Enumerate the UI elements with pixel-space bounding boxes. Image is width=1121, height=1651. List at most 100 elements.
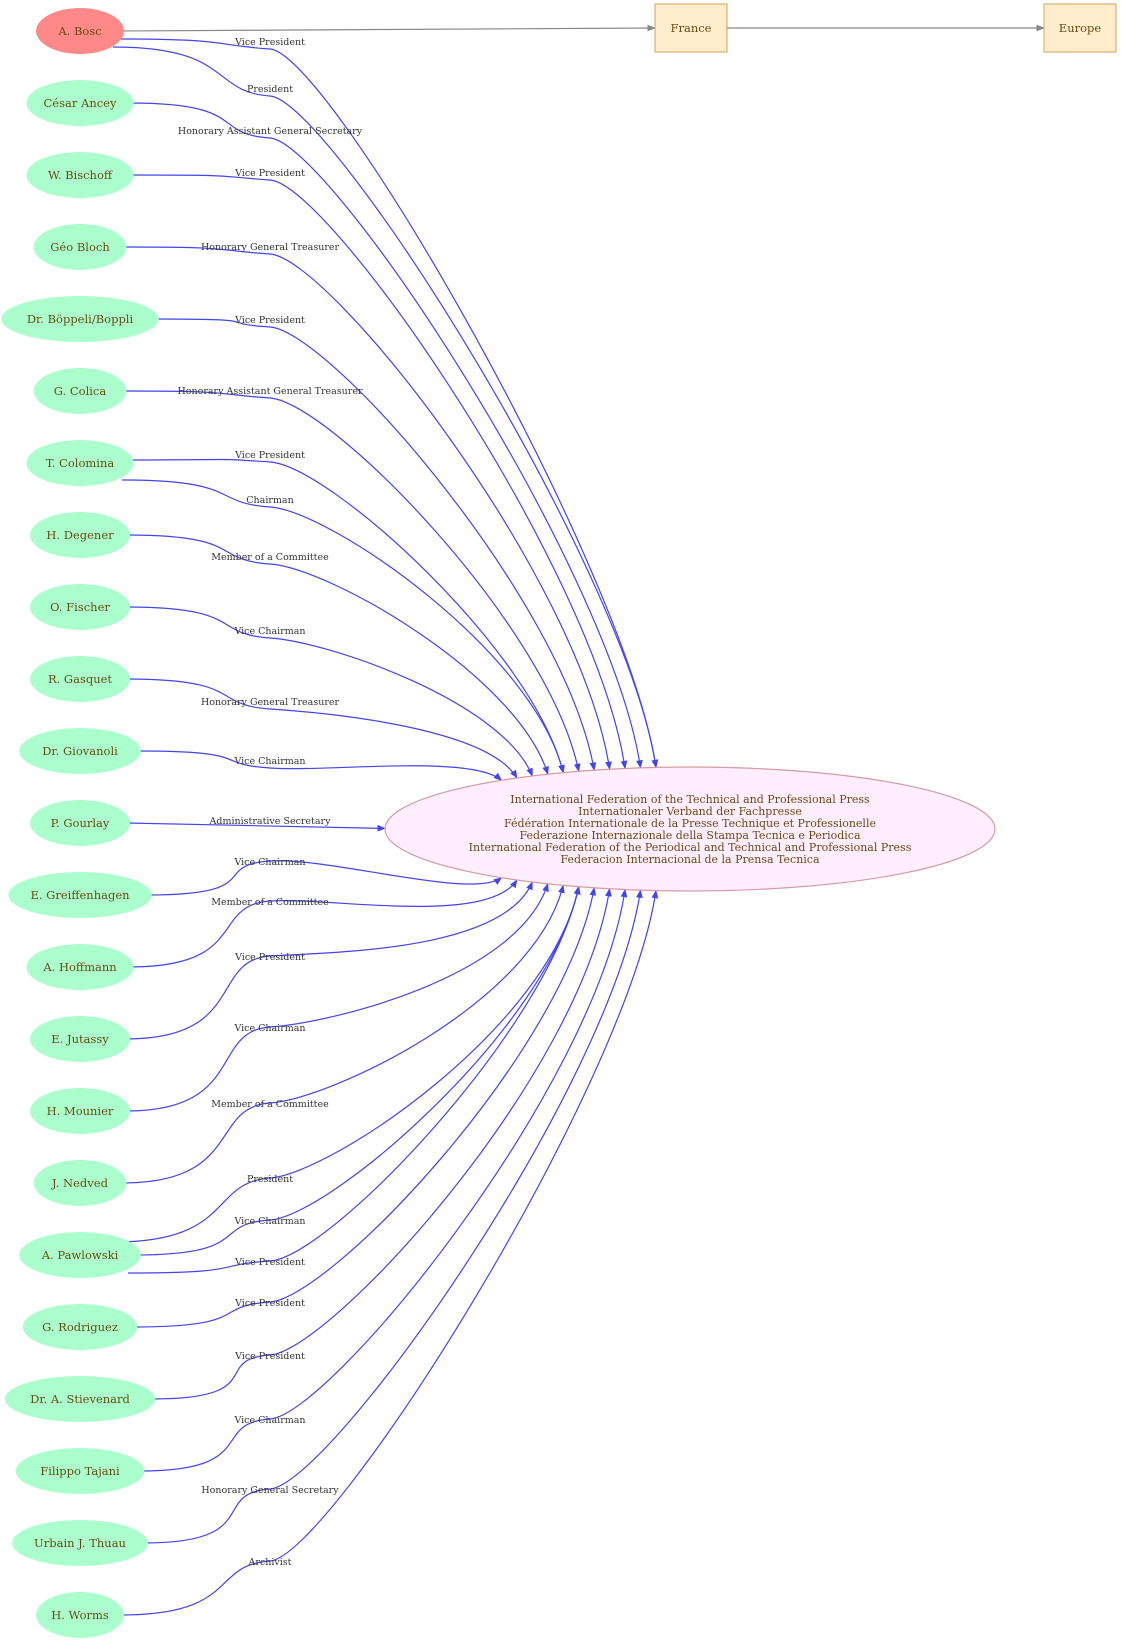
person-shape [30,1016,130,1062]
person-label: César Ancey [44,96,117,110]
edge-t-colomina-chairman [121,479,565,774]
edge-t-colomina-vice-president [125,458,565,774]
edge-label: Vice President [234,1351,305,1362]
organization-node[interactable]: International Federation of the Technica… [384,766,996,892]
place-node-france[interactable]: France [654,3,728,53]
person-label: A. Pawlowski [41,1248,119,1262]
edge-h-worms-archivist [119,889,659,1616]
person-node-t-colomina[interactable]: T. Colomina [26,440,134,486]
edge-label: Chairman [246,495,293,506]
organization-name-line: International Federation of the Technica… [510,793,870,806]
edge-a-bosc-president [112,46,659,769]
edge-label: President [247,84,293,95]
person-node-h-worms[interactable]: H. Worms [36,1592,124,1638]
person-shape [19,728,141,774]
person-node-dr-a-stievenard[interactable]: Dr. A. Stievenard [4,1376,156,1422]
edge-r-gasquet-honorary-general-treasurer [125,678,518,779]
organization-name-line: Federacion Internacional de la Prensa Te… [560,853,820,866]
person-label: P. Gourlay [51,816,110,830]
person-label: G. Colica [54,384,107,398]
person-node-urbain-j-thuau[interactable]: Urbain J. Thuau [12,1520,148,1566]
organization-name-line: International Federation of the Periodic… [469,841,912,854]
place-label: Europe [1059,21,1102,35]
edge-label: Vice Chairman [233,756,305,767]
edge-j-nedved-member-of-a-committee [122,884,565,1184]
person-node-filippo-tajani[interactable]: Filippo Tajani [15,1448,145,1494]
person-label: A. Hoffmann [42,960,117,974]
person-shape [30,512,130,558]
person-shape [12,1520,148,1566]
edge-label: Vice President [234,37,305,48]
person-label: Filippo Tajani [40,1464,120,1478]
edge-label: Honorary Assistant General Treasurer [177,386,362,397]
person-node-o-fischer[interactable]: O. Fischer [30,584,130,630]
person-node-h-mounier[interactable]: H. Mounier [30,1088,130,1134]
person-shape [15,1448,145,1494]
person-label: Géo Bloch [50,240,110,254]
person-node-e-greiffenhagen[interactable]: E. Greiffenhagen [8,872,152,918]
edge-label: Vice President [234,1257,305,1268]
person-shape [33,224,127,270]
person-node-h-degener[interactable]: H. Degener [30,512,130,558]
person-label: J. Nedved [51,1176,109,1190]
person-node-a-hoffmann[interactable]: A. Hoffmann [26,944,134,990]
person-shape [36,8,124,54]
person-label: E. Jutassy [51,1032,109,1046]
person-shape [4,1376,156,1422]
edge-filippo-tajani-vice-chairman [140,888,628,1472]
edge-p-gourlay-administrative-secretary [125,822,386,832]
person-node-a-pawlowski[interactable]: A. Pawlowski [19,1232,141,1278]
edge-e-jutassy-vice-president [125,881,533,1040]
edge-o-fischer-vice-chairman [125,606,533,777]
person-node-dr-giovanoli[interactable]: Dr. Giovanoli [19,728,141,774]
edge-w-bischoff-vice-president [129,174,628,770]
person-node-a-bosc[interactable]: A. Bosc [36,8,124,54]
edge-label: Archivist [248,1557,292,1568]
person-node-e-jutassy[interactable]: E. Jutassy [30,1016,130,1062]
edge-h-degener-member-of-a-committee [125,534,549,775]
edge-label: Member of a Committee [211,1099,329,1110]
person-node-j-nedved[interactable]: J. Nedved [33,1160,127,1206]
person-node-geo-bloch[interactable]: Géo Bloch [33,224,127,270]
person-label: W. Bischoff [48,168,113,182]
person-node-p-gourlay[interactable]: P. Gourlay [30,800,130,846]
person-shape [26,80,134,126]
edge-e-greiffenhagen-vice-chairman [147,860,503,896]
edge-label: Vice President [234,952,305,963]
person-node-w-bischoff[interactable]: W. Bischoff [26,152,134,198]
place-node-europe[interactable]: Europe [1043,3,1117,53]
edge-label: Vice President [234,168,305,179]
person-label: G. Rodriguez [42,1320,118,1334]
person-node-cesar-ancey[interactable]: César Ancey [26,80,134,126]
edge-label: Honorary General Treasurer [201,697,340,708]
edge-geo-bloch-honorary-general-treasurer [122,246,612,771]
person-shape [33,368,127,414]
person-node-g-rodriguez[interactable]: G. Rodriguez [22,1304,138,1350]
organization-shape [384,766,996,892]
edge-g-rodriguez-vice-president [133,887,597,1328]
edge-label: Administrative Secretary [209,816,332,827]
edge-label: Vice Chairman [233,1023,305,1034]
place-shape [1043,3,1117,53]
edge-dr-giovanoli-vice-chairman [136,750,503,781]
person-shape [33,1160,127,1206]
edge-dr-boppeli-boppli-vice-president [154,318,597,771]
person-shape [26,944,134,990]
edge-a-pawlowski-vice-chairman [133,885,581,1256]
edge-label: Honorary Assistant General Secretary [178,126,363,137]
person-label: Dr. Böppeli/Boppli [27,312,134,326]
place-label: France [671,21,712,35]
person-node-dr-boppeli-boppli[interactable]: Dr. Böppeli/Boppli [1,296,159,342]
place-shape [654,3,728,53]
edge-a-pawlowski-vice-president [127,885,581,1274]
person-node-r-gasquet[interactable]: R. Gasquet [30,656,130,702]
person-node-g-colica[interactable]: G. Colica [33,368,127,414]
edge-label: Vice Chairman [233,857,305,868]
edge-label: Honorary General Secretary [201,1485,339,1496]
person-label: Dr. A. Stievenard [30,1392,130,1406]
person-shape [1,296,159,342]
edge-label: Vice Chairman [233,626,305,637]
edge-label: Honorary General Treasurer [201,242,340,253]
